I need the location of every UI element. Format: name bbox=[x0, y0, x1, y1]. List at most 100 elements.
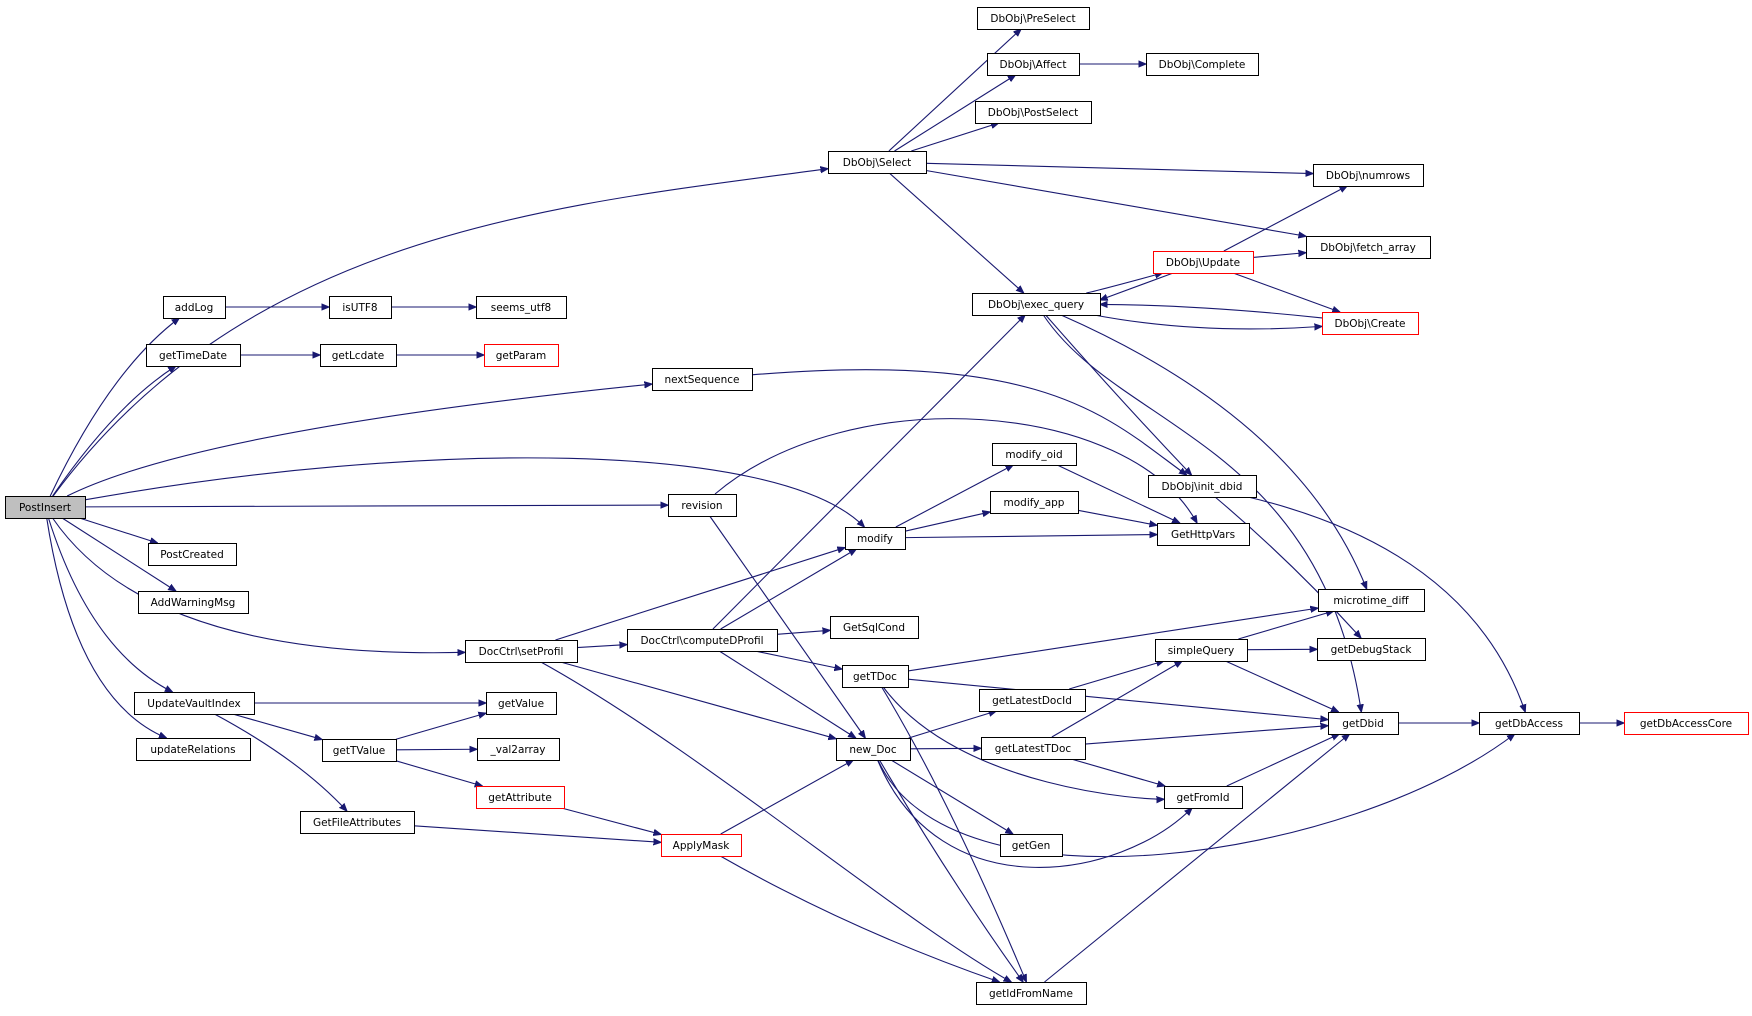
node-label: seems_utf8 bbox=[491, 302, 552, 314]
edge-nextsequence-to-dbobj-init-dbid bbox=[751, 369, 1187, 475]
node-modify[interactable]: modify bbox=[845, 527, 906, 550]
node-gettdoc[interactable]: getTDoc bbox=[842, 665, 909, 688]
node-label: nextSequence bbox=[664, 374, 739, 386]
node-dbobj-affect[interactable]: DbObj\Affect bbox=[987, 53, 1080, 76]
node-nextsequence[interactable]: nextSequence bbox=[652, 368, 753, 391]
edge-postinsert-to-dbobj-select bbox=[52, 169, 828, 497]
node-microtime-diff[interactable]: microtime_diff bbox=[1318, 589, 1425, 612]
node-postinsert[interactable]: PostInsert bbox=[5, 496, 86, 519]
node-box bbox=[1148, 475, 1257, 498]
node-box bbox=[134, 692, 255, 715]
node-getdbaccess[interactable]: getDbAccess bbox=[1479, 712, 1580, 735]
node-label: modify_app bbox=[1004, 497, 1065, 509]
node-getlatesttdoc[interactable]: getLatestTDoc bbox=[981, 737, 1086, 760]
node-updaterelations[interactable]: updateRelations bbox=[136, 738, 251, 761]
edge-applymask-to-getidfromname bbox=[720, 855, 999, 982]
node-box bbox=[465, 640, 578, 663]
node-dbobj-numrows[interactable]: DbObj\numrows bbox=[1313, 164, 1424, 187]
node-modify-oid[interactable]: modify_oid bbox=[992, 443, 1077, 466]
edge-gettdoc-to-getidfromname bbox=[881, 686, 1027, 982]
node-getlcdate[interactable]: getLcdate bbox=[320, 344, 397, 367]
node-getsqlcond[interactable]: GetSqlCond bbox=[830, 616, 919, 639]
node-getvalue[interactable]: getValue bbox=[486, 692, 557, 715]
node-dbobj-create[interactable]: DbObj\Create bbox=[1322, 312, 1419, 335]
node-label: getGen bbox=[1012, 840, 1051, 852]
node-addlog[interactable]: addLog bbox=[163, 296, 226, 319]
node-dbobj-fetch-array[interactable]: DbObj\fetch_array bbox=[1306, 236, 1431, 259]
edge-dbobj-select-to-dbobj-fetch-array bbox=[925, 169, 1306, 236]
node-getlatestdocid[interactable]: getLatestDocId bbox=[979, 689, 1086, 712]
node-box bbox=[1318, 589, 1425, 612]
node-simplequery[interactable]: simpleQuery bbox=[1155, 639, 1248, 662]
node-gettvalue[interactable]: getTValue bbox=[322, 739, 397, 762]
node-getdebugstack[interactable]: getDebugStack bbox=[1317, 638, 1426, 661]
edge-new-doc-to-getgen bbox=[890, 759, 1013, 834]
edge-postinsert-to-updaterelations bbox=[46, 517, 167, 738]
node-getdbid[interactable]: getDbid bbox=[1328, 712, 1399, 735]
node-getfileattributes[interactable]: GetFileAttributes bbox=[300, 811, 415, 834]
edge-dbobj-exec-query-to-dbobj-create bbox=[1094, 314, 1322, 329]
node-label: DbObj\PreSelect bbox=[990, 13, 1075, 25]
node-getparam[interactable]: getParam bbox=[484, 344, 559, 367]
edge-gettdoc-to-getfromid bbox=[882, 686, 1164, 799]
node-getgen[interactable]: getGen bbox=[1000, 834, 1063, 857]
node-gettimedate[interactable]: getTimeDate bbox=[146, 344, 241, 367]
node--val2array[interactable]: _val2array bbox=[477, 738, 560, 761]
node-label: DbObj\Complete bbox=[1159, 59, 1246, 71]
node-box bbox=[1313, 164, 1424, 187]
node-label: DbObj\PostSelect bbox=[988, 107, 1079, 119]
node-getdbaccesscore[interactable]: getDbAccessCore bbox=[1624, 712, 1749, 735]
node-docctrl-setprofil[interactable]: DocCtrl\setProfil bbox=[465, 640, 578, 663]
node-box bbox=[484, 344, 559, 367]
node-label: DocCtrl\computeDProfil bbox=[640, 635, 763, 647]
node-label: DbObj\Affect bbox=[1000, 59, 1067, 71]
node-getattribute[interactable]: getAttribute bbox=[476, 786, 565, 809]
node-label: GetSqlCond bbox=[843, 622, 905, 634]
node-getidfromname[interactable]: getIdFromName bbox=[976, 982, 1087, 1005]
edge-docctrl-setprofil-to-modify bbox=[555, 548, 845, 641]
node-addwarningmsg[interactable]: AddWarningMsg bbox=[138, 591, 249, 614]
node-docctrl-computedprofil[interactable]: DocCtrl\computeDProfil bbox=[627, 629, 778, 652]
edge-getattribute-to-applymask bbox=[561, 807, 661, 834]
edge-postinsert-to-addwarningmsg bbox=[61, 517, 176, 591]
node-getfromid[interactable]: getFromId bbox=[1164, 786, 1243, 809]
node-dbobj-exec-query[interactable]: DbObj\exec_query bbox=[972, 293, 1101, 316]
edge-simplequery-to-microtime-diff bbox=[1238, 611, 1333, 640]
edge-simplequery-to-getdbid bbox=[1225, 660, 1338, 712]
edge-getlatesttdoc-to-simplequery bbox=[1051, 661, 1182, 738]
node-label: isUTF8 bbox=[342, 302, 377, 314]
node-dbobj-update[interactable]: DbObj\Update bbox=[1153, 251, 1254, 274]
node-box bbox=[146, 344, 241, 367]
node-label: getParam bbox=[496, 350, 547, 362]
node-box bbox=[1322, 312, 1419, 335]
node-dbobj-init-dbid[interactable]: DbObj\init_dbid bbox=[1148, 475, 1257, 498]
node-label: DbObj\Update bbox=[1166, 257, 1240, 269]
node-label: PostCreated bbox=[160, 549, 224, 561]
node-dbobj-postselect[interactable]: DbObj\PostSelect bbox=[975, 101, 1092, 124]
node-box bbox=[661, 834, 742, 857]
node-revision[interactable]: revision bbox=[668, 494, 737, 517]
node-label: getLatestTDoc bbox=[995, 743, 1072, 755]
edge-getfileattributes-to-applymask bbox=[413, 825, 661, 843]
node-postcreated[interactable]: PostCreated bbox=[148, 543, 237, 566]
node-updatevaultindex[interactable]: UpdateVaultIndex bbox=[134, 692, 255, 715]
node-dbobj-complete[interactable]: DbObj\Complete bbox=[1146, 53, 1259, 76]
edge-postinsert-to-gettimedate bbox=[52, 366, 176, 497]
node-dbobj-preselect[interactable]: DbObj\PreSelect bbox=[977, 7, 1090, 30]
node-seems-utf8[interactable]: seems_utf8 bbox=[476, 296, 567, 319]
edge-dbobj-select-to-dbobj-preselect bbox=[888, 29, 1021, 152]
edge-postinsert-to-updatevaultindex bbox=[47, 517, 172, 692]
node-gethttpvars[interactable]: GetHttpVars bbox=[1157, 523, 1250, 546]
edge-dbobj-init-dbid-to-getdebugstack bbox=[1214, 496, 1361, 638]
node-isutf8[interactable]: isUTF8 bbox=[329, 296, 392, 319]
node-dbobj-select[interactable]: DbObj\Select bbox=[828, 151, 927, 174]
node-applymask[interactable]: ApplyMask bbox=[661, 834, 742, 857]
node-label: getValue bbox=[498, 698, 544, 710]
node-label: getTDoc bbox=[853, 671, 897, 683]
node-new-doc[interactable]: new_Doc bbox=[836, 738, 911, 761]
node-box bbox=[627, 629, 778, 652]
node-modify-app[interactable]: modify_app bbox=[990, 491, 1079, 514]
edge-new-doc-to-getfromid bbox=[877, 759, 1192, 868]
node-label: getIdFromName bbox=[989, 988, 1073, 1000]
